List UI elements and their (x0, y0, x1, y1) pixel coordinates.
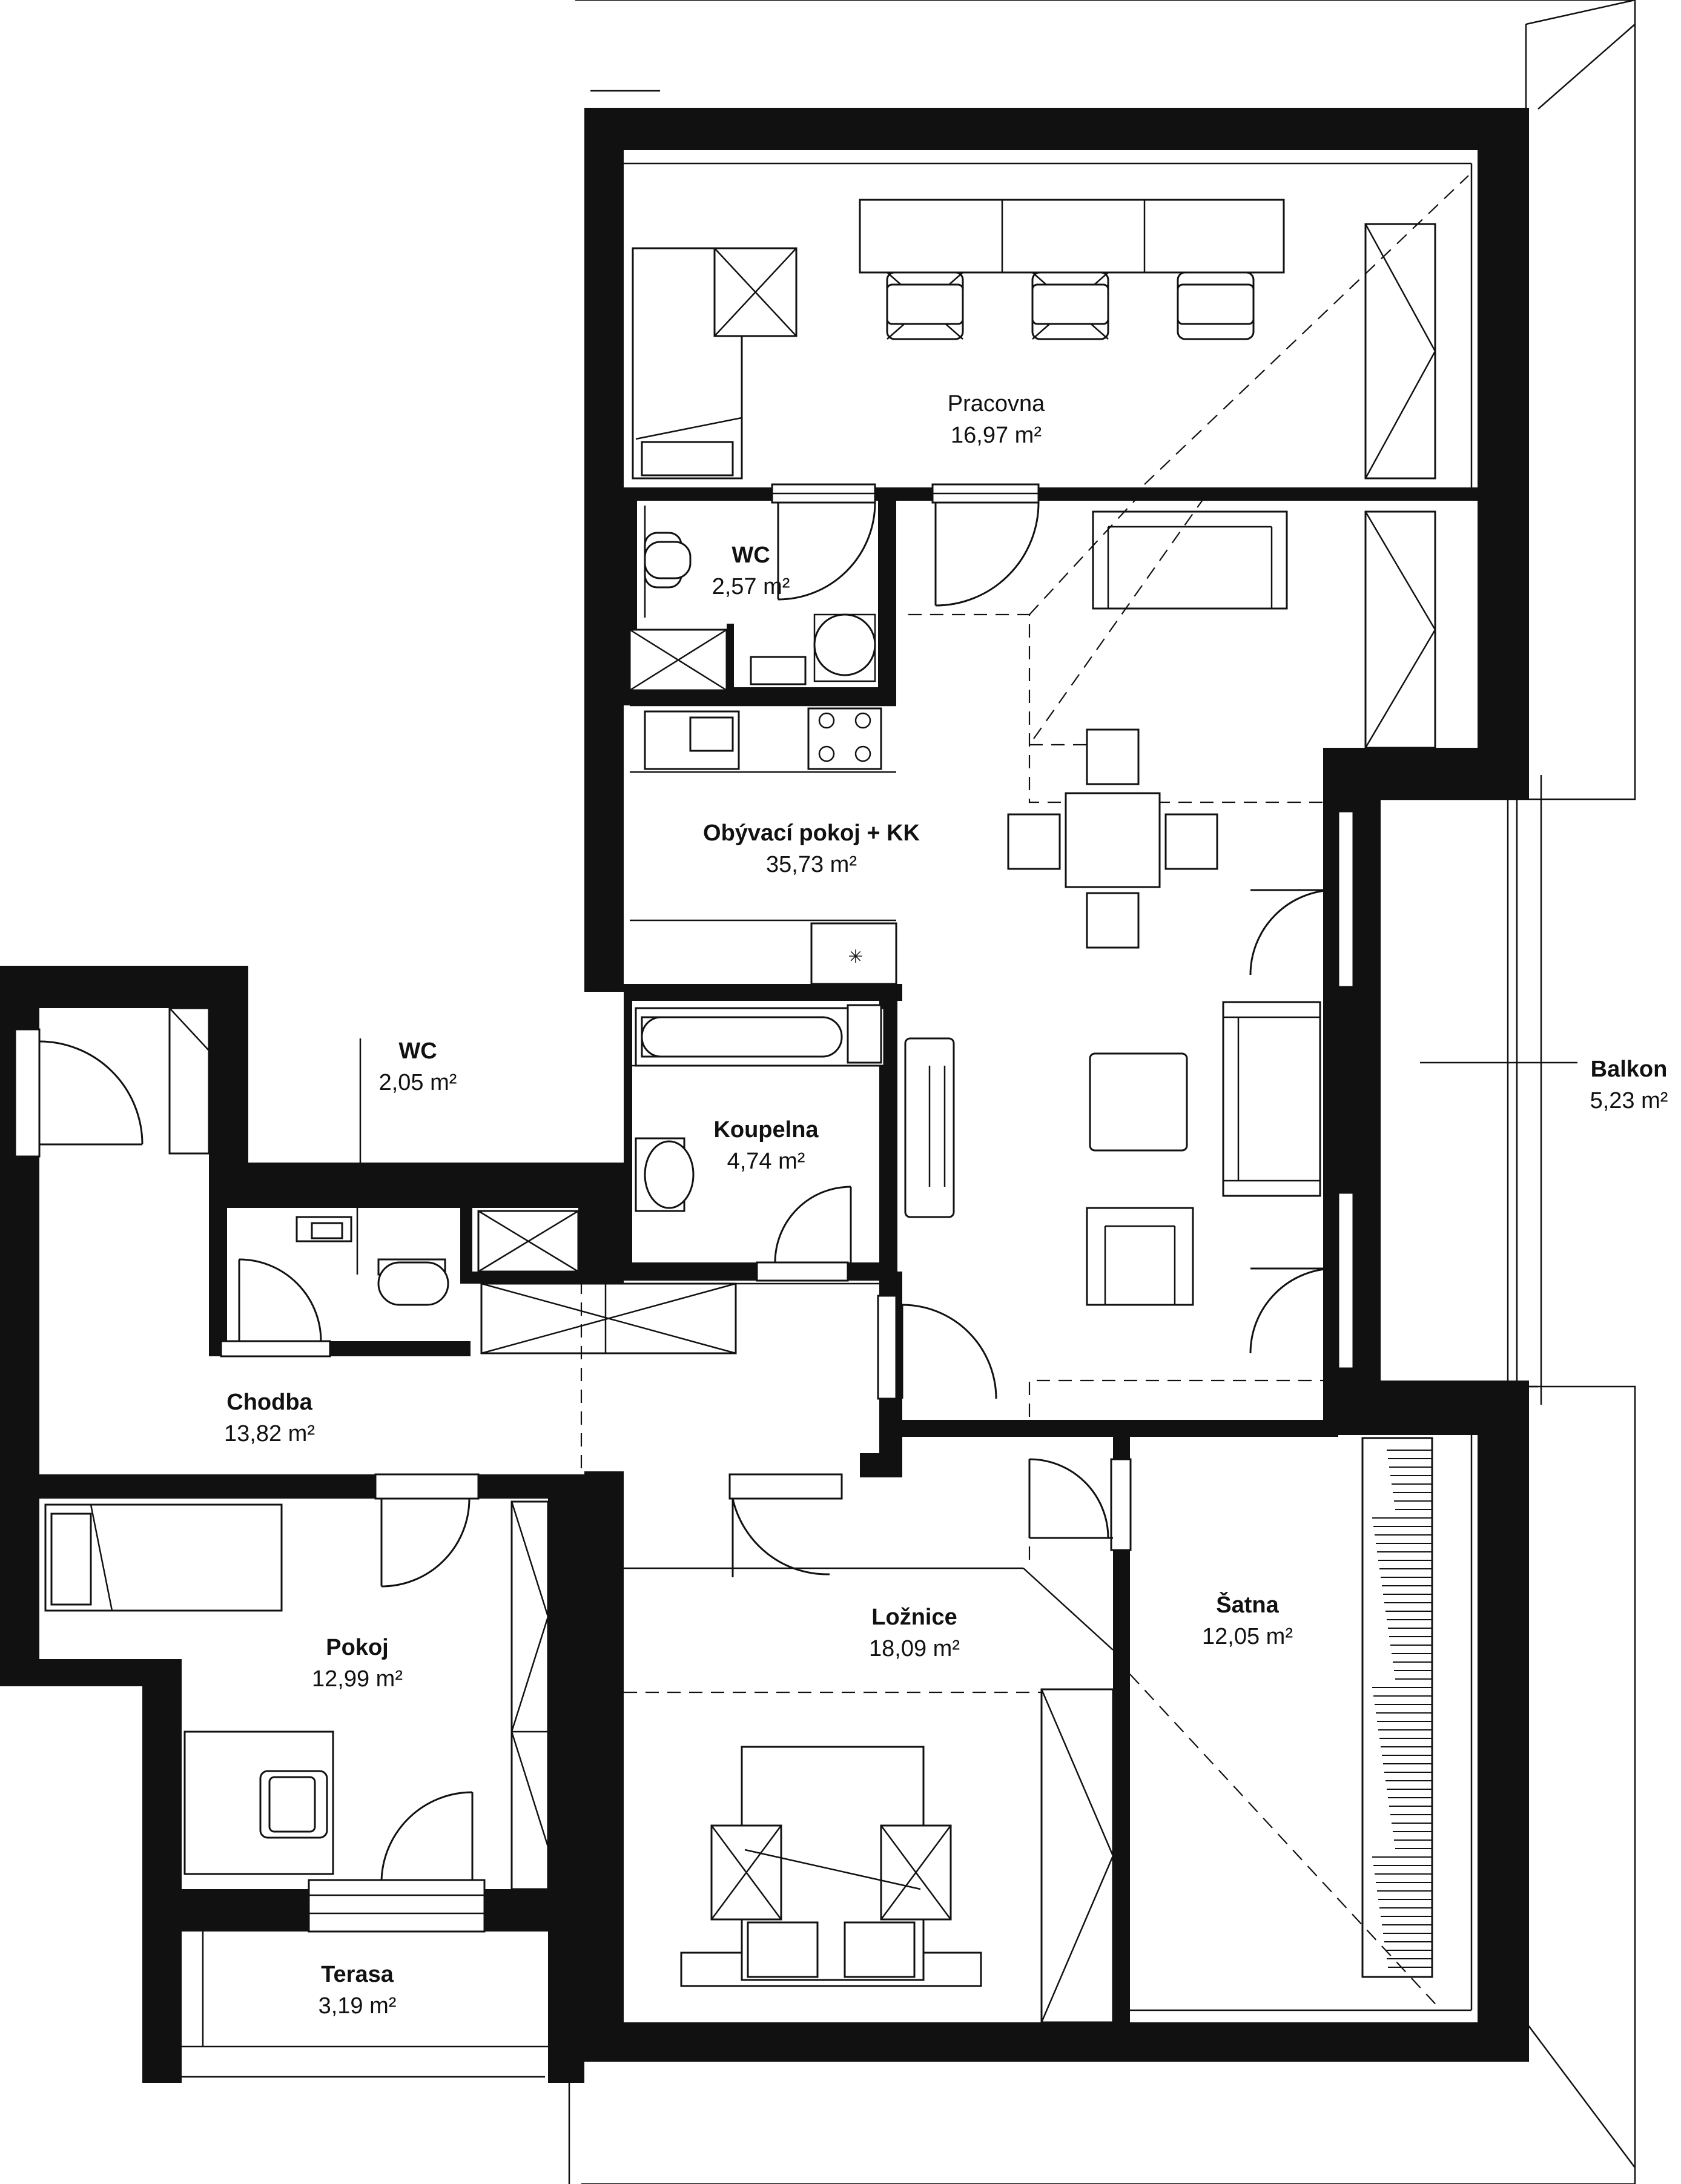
room-name: Balkon (1590, 1057, 1668, 1082)
room-label-wc-left: WC 2,05 m² (379, 1035, 457, 1098)
chodba-furniture (38, 1007, 879, 1474)
room-name: WC (398, 1038, 437, 1064)
room-label-obyvaci: Obývací pokoj + KK 35,73 m² (703, 817, 920, 880)
wc-upper-furniture (629, 502, 876, 691)
room-label-loznice: Ložnice 18,09 m² (869, 1602, 960, 1664)
room-label-wc-upper: WC 2,57 m² (712, 539, 790, 602)
room-area: 2,05 m² (378, 1070, 457, 1095)
room-area: 18,09 m² (869, 1636, 960, 1661)
room-name: Koupelna (713, 1117, 819, 1143)
room-name: Pracovna (947, 391, 1045, 417)
room-area: 16,97 m² (951, 423, 1042, 448)
room-label-chodba: Chodba 13,82 m² (224, 1387, 315, 1450)
balcony (1381, 775, 1577, 1405)
room-name: Chodba (226, 1390, 312, 1415)
room-name: Šatna (1216, 1592, 1279, 1618)
satna-furniture (1129, 1435, 1473, 2011)
room-area: 2,57 m² (712, 574, 790, 599)
room-label-terasa: Terasa 3,19 m² (319, 1959, 397, 2022)
pracovna-furniture (624, 162, 1473, 487)
koupelna-furniture (632, 1004, 885, 1263)
terrace (182, 1932, 548, 2048)
pokoj-furniture (44, 1498, 549, 1890)
room-area: 12,99 m² (312, 1666, 403, 1692)
room-label-balkon: Balkon 5,23 m² (1590, 1054, 1668, 1117)
room-area: 13,82 m² (224, 1421, 315, 1447)
fridge-snowflake-icon: ✳ (848, 946, 863, 968)
room-label-koupelna: Koupelna 4,74 m² (713, 1114, 818, 1177)
room-name: Pokoj (326, 1635, 389, 1660)
room-area: 5,23 m² (1590, 1088, 1668, 1113)
clothes-rail (1372, 1450, 1432, 1968)
room-label-pokoj: Pokoj 12,99 m² (312, 1632, 403, 1695)
room-area: 35,73 m² (766, 852, 857, 877)
room-area: 12,05 m² (1202, 1624, 1293, 1649)
wc-left-furniture (238, 1163, 580, 1342)
room-area: 3,19 m² (318, 1993, 397, 2019)
living-furniture: ✳ (630, 496, 1436, 1417)
room-label-pracovna: Pracovna 16,97 m² (948, 388, 1045, 451)
room-name: Terasa (321, 1962, 394, 1987)
room-name: Ložnice (871, 1605, 957, 1630)
room-area: 4,74 m² (727, 1149, 805, 1174)
room-name: WC (732, 543, 770, 568)
room-label-satna: Šatna 12,05 m² (1202, 1589, 1293, 1652)
room-name: Obývací pokoj + KK (703, 820, 920, 846)
windows (14, 483, 1355, 1933)
loznice-furniture (624, 1458, 1114, 2024)
